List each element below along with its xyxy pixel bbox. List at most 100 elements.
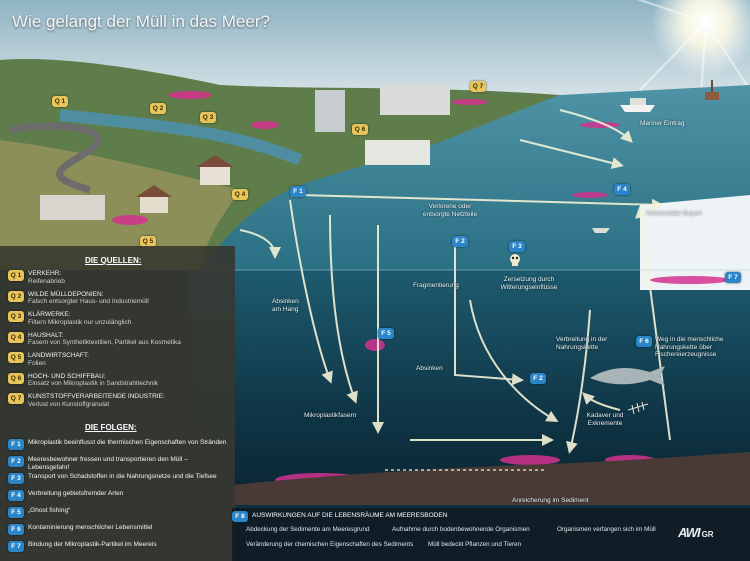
source-text: HOCH- UND SCHIFFBAU:Einsatz von Mikropla… <box>28 373 228 388</box>
effect-row: F 6 Kontaminierung menschlicher Lebensmit… <box>8 524 234 542</box>
sediment-effects-box: F 8 AUSWIRKUNGEN AUF DIE LEBENSRÄUME AM … <box>232 508 750 561</box>
source-name: KLÄRWERKE: <box>28 311 71 318</box>
source-text: VERKEHR:Reifenabrieb <box>28 270 228 285</box>
source-row: Q 6 HOCH- UND SCHIFFBAU:Einsatz von Mikro… <box>8 372 234 391</box>
effect-text: „Ghost fishing“ <box>28 507 71 514</box>
label-slope-deposit: Absinken am Hang <box>272 298 299 313</box>
source-code-badge: Q 3 <box>8 311 24 322</box>
effect-code-badge: F 1 <box>8 439 24 450</box>
effect-badge-f7: F 7 <box>725 272 741 283</box>
effect-row: F 4 Verbreitung gebietsfremder Arten <box>8 490 234 508</box>
effect-text: Bindung der Mikroplastik-Partikel im Mee… <box>28 541 157 548</box>
source-badge-q7: Q 7 <box>470 81 486 92</box>
source-row: Q 4 HAUSHALT:Fasern von Synthetiktextilie… <box>8 331 234 350</box>
logo-text: GR <box>701 530 714 539</box>
source-code-badge: Q 4 <box>8 331 24 343</box>
source-row: Q 2 WILDE MÜLLDEPONIEN:Falsch entsorgter … <box>8 290 234 309</box>
effect-code-badge: F 7 <box>8 541 24 552</box>
source-name: HOCH- UND SCHIFFBAU: <box>28 372 106 380</box>
source-text: LANDWIRTSCHAFT:Folien <box>28 352 228 367</box>
source-desc: Falsch entsorgter Haus- und Industriemül… <box>28 298 149 306</box>
source-name: LANDWIRTSCHAFT: <box>28 352 89 359</box>
source-code-badge: Q 6 <box>8 372 24 384</box>
skull-icon <box>510 254 520 266</box>
label-human-food: Weg in die menschliche Nahrungskette übe… <box>655 336 724 358</box>
label-lost-nets: Verlorene oder entsorgte Netzteile <box>422 203 478 218</box>
effect-code-badge: F 2 <box>8 456 24 467</box>
effect-badge-f4: F 4 <box>614 184 630 195</box>
source-desc: Reifenabrieb <box>28 277 65 285</box>
label-spread-food: Verbreitung in der Nahrungskette <box>556 336 608 351</box>
effect-badge-f6: F 6 <box>636 336 652 347</box>
source-code-badge: Q 7 <box>8 393 24 404</box>
fish-icon <box>590 366 665 386</box>
effect-row: F 5 „Ghost fishing“ <box>8 507 234 525</box>
label-sinking: Absinken <box>416 365 443 372</box>
source-text: HAUSHALT:Fasern von Synthetiktextilien, … <box>28 332 228 347</box>
effect-badge-f8: F 8 <box>232 511 248 522</box>
source-desc: Folien <box>28 359 46 367</box>
source-text: KUNSTSTOFFVERARBEITENDE INDUSTRIE:Verlus… <box>28 393 228 408</box>
source-badge-q4: Q 4 <box>232 189 248 200</box>
label-horizontal-export: Horizontaler Export <box>646 210 702 217</box>
effect-badge-f2-deep: F 2 <box>530 373 546 384</box>
effect-row: F 2 Meeresbewohner fressen und transporti… <box>8 456 234 474</box>
source-desc: Fasern von Synthetiktextilien, Partikel … <box>28 339 181 347</box>
effect-row: F 3 Transport von Schadstoffen in die Nah… <box>8 473 234 491</box>
source-desc: Einsatz von Mikroplastik in Sandstrahlte… <box>28 380 159 388</box>
label-decomposition: Zersetzung durch Witterungseinflüsse <box>500 276 558 291</box>
sediment-item: Abdeckung der Sedimente am Meeresgrund <box>246 526 370 533</box>
fish-skeleton-icon <box>627 401 649 415</box>
source-code-badge: Q 5 <box>8 352 24 363</box>
sediment-item: Aufnahme durch bodenbewohnende Organisme… <box>392 526 530 533</box>
sediment-item: Veränderung der chemischen Eigenschaften… <box>246 541 414 548</box>
logo-mark: AWI <box>678 525 701 540</box>
ship-icon <box>620 98 655 112</box>
sediment-item: Müll bedeckt Pflanzen und Tieren <box>428 541 522 548</box>
source-badge-q1: Q 1 <box>52 96 68 107</box>
source-badge-q5: Q 5 <box>140 236 156 247</box>
effect-text: Meeresbewohner fressen und transportiere… <box>28 456 188 471</box>
effect-text: Verbreitung gebietsfremder Arten <box>28 490 124 497</box>
source-badge-q3: Q 3 <box>200 112 216 123</box>
effects-heading: DIE FOLGEN: <box>85 423 137 432</box>
label-microplastic-fibers: Mikroplastikfasern <box>304 412 357 419</box>
source-row: Q 3 KLÄRWERKE:Filtern Mikroplastik nur un… <box>8 311 234 329</box>
source-badge-q6: Q 6 <box>352 124 368 135</box>
label-fragmentation: Fragmentierung <box>413 282 459 289</box>
effect-code-badge: F 6 <box>8 524 24 535</box>
page-title: Wie gelangt der Müll in das Meer? <box>12 12 270 31</box>
oil-rig-icon <box>705 80 719 100</box>
label-carcass: Kadaver und Exkremente <box>586 412 624 427</box>
sediment-heading: AUSWIRKUNGEN AUF DIE LEBENSRÄUME AM MEER… <box>252 512 448 519</box>
source-desc: Filtern Mikroplastik nur unzulänglich <box>28 318 132 326</box>
source-badge-q2: Q 2 <box>150 103 166 114</box>
label-marine-input: Mariner Eintrag <box>640 120 685 127</box>
source-text: KLÄRWERKE:Filtern Mikroplastik nur unzul… <box>28 311 228 326</box>
effect-badge-f3: F 3 <box>509 241 525 252</box>
source-code-badge: Q 2 <box>8 290 24 302</box>
effect-badge-f1: F 1 <box>290 186 306 197</box>
source-desc: Verlust von Kunstoffgranulat <box>28 400 110 408</box>
effect-code-badge: F 3 <box>8 473 24 484</box>
effect-text: Kontaminierung menschlicher Lebensmittel <box>28 524 153 531</box>
effect-text: Mikroplastik beeinflusst die thermischen… <box>28 439 227 446</box>
source-name: KUNSTSTOFFVERARBEITENDE INDUSTRIE: <box>28 393 165 400</box>
effect-text: Transport von Schadstoffen in die Nahrun… <box>28 473 217 480</box>
source-row: Q 5 LANDWIRTSCHAFT:Folien <box>8 352 234 370</box>
sources-heading: DIE QUELLEN: <box>85 256 142 265</box>
small-boat-icon <box>592 228 610 233</box>
source-name: WILDE MÜLLDEPONIEN: <box>28 290 104 298</box>
label-sediment-accum: Anreicherung im Sediment <box>512 497 589 504</box>
effect-code-badge: F 4 <box>8 490 24 501</box>
effect-code-badge: F 5 <box>8 507 24 518</box>
source-name: VERKEHR: <box>28 270 62 277</box>
effect-badge-f5: F 5 <box>378 328 394 339</box>
source-text: WILDE MÜLLDEPONIEN:Falsch entsorgter Hau… <box>28 291 228 306</box>
effect-badge-f2: F 2 <box>452 236 468 247</box>
